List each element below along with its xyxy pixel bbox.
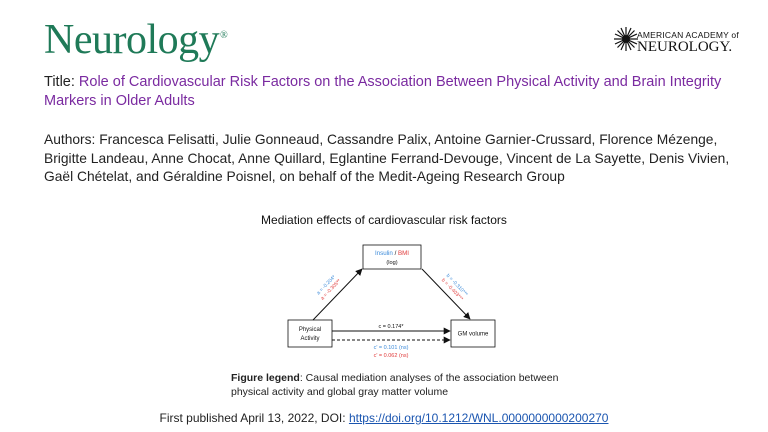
legend-text: : Causal mediation analyses of the assoc… [231, 372, 559, 398]
path-c-label: c = 0.174* [379, 324, 405, 330]
journal-name: Neurology [44, 17, 220, 63]
aan-star-icon [614, 27, 638, 51]
article-authors: Authors: Francesca Felisatti, Julie Gonn… [44, 131, 754, 187]
svg-text:Insulin / BMI: Insulin / BMI [375, 250, 409, 257]
aan-text-line1: AMERICAN ACADEMY of [637, 30, 739, 40]
authors-label: Authors: [44, 132, 100, 147]
journal-logo: Neurology® [44, 16, 228, 64]
published-text: First published April 13, 2022, DOI: [159, 411, 349, 425]
path-a-arrow [312, 268, 363, 321]
publication-footer: First published April 13, 2022, DOI: htt… [0, 411, 768, 425]
figure-heading: Mediation effects of cardiovascular risk… [261, 213, 507, 227]
legend-label: Figure legend [231, 372, 300, 384]
aan-logo: AMERICAN ACADEMY of NEUROLOGY. [613, 26, 739, 58]
title-label: Title: [44, 74, 79, 90]
doi-link[interactable]: https://doi.org/10.1212/WNL.000000000020… [348, 411, 609, 425]
path-c-prime-bmi-label: c' = 0.062 (ns) [374, 353, 409, 359]
physical-activity-box [287, 319, 333, 348]
mediation-diagram: Insulin / BMI (log) Physical Activity GM… [287, 244, 496, 359]
registered-mark: ® [220, 30, 228, 41]
mediator-bmi-label: BMI [398, 250, 409, 257]
mediator-insulin-label: Insulin [375, 250, 393, 257]
mediator-box [362, 244, 422, 270]
mediator-separator: / [393, 250, 398, 257]
physical-activity-line1: Physical [299, 327, 321, 333]
gm-volume-box [450, 319, 496, 348]
path-b-arrow [421, 268, 471, 320]
aan-text-line2: NEUROLOGY. [637, 39, 733, 55]
path-c-prime-insulin-label: c' = 0.101 (ns) [374, 345, 409, 351]
authors-text: Francesca Felisatti, Julie Gonneaud, Cas… [44, 132, 730, 184]
article-title: Title: Role of Cardiovascular Risk Facto… [44, 73, 744, 111]
physical-activity-line2: Activity [300, 336, 319, 342]
gm-volume-label: GM volume [458, 332, 489, 338]
mediator-sub-label: (log) [386, 260, 397, 266]
figure-legend: Figure legend: Causal mediation analyses… [231, 371, 561, 399]
title-text: Role of Cardiovascular Risk Factors on t… [44, 74, 722, 109]
